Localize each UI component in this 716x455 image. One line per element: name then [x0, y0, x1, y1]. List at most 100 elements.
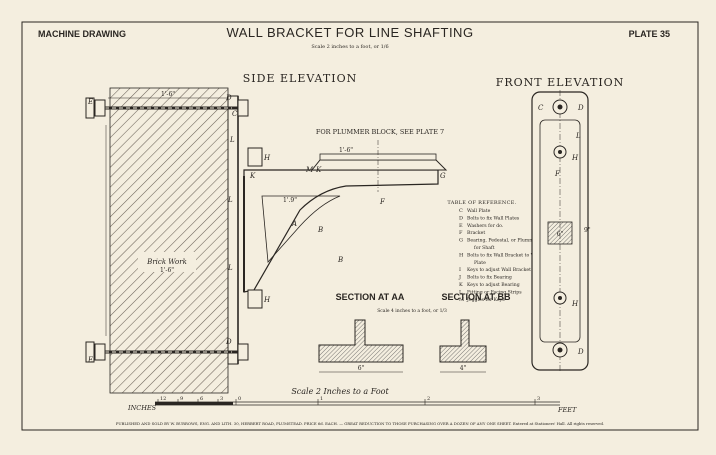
label-c: C	[232, 110, 238, 118]
bracket-body	[243, 169, 439, 293]
reference-text: Bolts to fix Bearing	[467, 275, 512, 281]
reference-text: for Shaft	[474, 245, 495, 251]
reference-text: Keys to adjust Bearing	[467, 282, 520, 288]
reference-text: Wall Plate	[467, 208, 491, 214]
scale-tick-label: 12	[160, 396, 166, 402]
top-washer	[85, 97, 95, 119]
side-elevation: Brick Work 1'-6" 1'-6" C E	[85, 87, 448, 394]
side-elevation-title: SIDE ELEVATION	[243, 72, 357, 85]
section-aa-shape	[318, 319, 404, 363]
reference-letter: H	[459, 252, 464, 258]
reference-letter: C	[459, 208, 463, 214]
dim-bracket: 1'.9"	[283, 197, 297, 204]
label-h-bottom: H	[263, 296, 271, 304]
reference-text: Bracket	[467, 230, 485, 236]
reference-letter: M	[459, 297, 464, 303]
brickwork-dim: 1'-6"	[160, 267, 174, 274]
label-l-top: L	[229, 136, 235, 144]
dim-plummer: 1'-6"	[339, 147, 353, 154]
label-d-top: D	[225, 94, 232, 102]
scale-inch-segment	[155, 402, 233, 405]
front-bracket-bolt-lower-centre	[558, 296, 562, 300]
front-label-h-top: H	[571, 154, 579, 162]
reference-text: Washers for do.	[467, 223, 504, 229]
dim-top: 1'-6"	[161, 91, 175, 98]
label-g: G	[440, 172, 446, 180]
scale-tick-label: 9	[180, 396, 183, 402]
scale-tick-label: 3	[537, 396, 540, 402]
sheet-border	[21, 21, 699, 431]
reference-letter: I	[459, 267, 461, 273]
brickwork-label: Brick Work	[146, 258, 187, 266]
brickwork-label-bg	[138, 252, 196, 272]
reference-table-title: TABLE OF REFERENCE.	[447, 200, 516, 206]
label-d-bottom: D	[225, 338, 232, 346]
reference-text: Keys to adjust Wall Bracket	[467, 267, 531, 273]
front-label-l: L	[575, 132, 581, 140]
section-bb-shape	[439, 319, 487, 363]
front-elevation-title: FRONT ELEVATION	[496, 76, 625, 89]
scale-inches-label: INCHES	[127, 404, 157, 412]
reference-text: Bolts to fix Wall Bracket to Wall	[467, 252, 541, 258]
section-aa-dim: 6"	[358, 365, 365, 372]
scale-tick-label: 2	[427, 396, 430, 402]
front-label-d-top: D	[577, 104, 584, 112]
label-k-plummer: K	[315, 166, 322, 174]
scale-caption: Scale 2 Inches to a Foot	[291, 387, 389, 396]
reference-letter: K	[459, 282, 463, 288]
bottom-nut-left	[94, 343, 106, 361]
reference-text: Plate	[474, 260, 486, 266]
reference-letter: L	[459, 289, 463, 295]
reference-text: Bolts to fix Wall Plates	[467, 215, 520, 221]
bracket-bolt-bottom	[247, 289, 263, 309]
front-label-c: C	[538, 104, 544, 112]
label-l-low: L	[227, 264, 233, 272]
sheet-title: WALL BRACKET FOR LINE SHAFTING	[226, 25, 473, 40]
header-left: MACHINE DRAWING	[38, 29, 126, 39]
label-k-side: K	[249, 172, 256, 180]
label-h-top: H	[263, 154, 271, 162]
bottom-washer	[85, 341, 95, 363]
plummer-note: FOR PLUMMER BLOCK, SEE PLATE 7	[316, 128, 444, 136]
label-a: A	[291, 220, 297, 228]
reference-letter: G	[459, 238, 463, 244]
scale-feet-label: FEET	[557, 406, 577, 414]
front-web-section	[547, 221, 573, 245]
label-b-2: B	[337, 256, 343, 264]
reference-text: Fitting or Facing Strips	[467, 289, 522, 295]
label-e-bottom: E	[87, 356, 93, 364]
bracket-web	[261, 195, 341, 263]
front-dim-web: 6"	[557, 231, 564, 238]
section-scale: Scale 4 inches to a foot, or 1/3	[377, 308, 447, 314]
front-bolt-top-centre	[557, 104, 563, 110]
top-nut-right	[237, 99, 249, 117]
reference-letter: F	[459, 230, 463, 236]
front-label-f: F	[554, 170, 561, 178]
front-elevation: C D D L F H H 6" 9"	[531, 90, 591, 372]
label-m: M	[305, 166, 314, 174]
bottom-nut-right	[237, 343, 249, 361]
reference-text: Bearing, Pedestal, or Plummer Block	[467, 238, 553, 244]
front-label-h-bottom: H	[571, 300, 579, 308]
brickwork-wall	[109, 87, 229, 394]
section-bb-title: SECTION AT BB	[442, 292, 511, 302]
scale-tick-label: 1	[320, 396, 323, 402]
label-f: F	[379, 198, 386, 206]
plate-number: PLATE 35	[629, 29, 670, 39]
reference-letter: E	[459, 223, 463, 229]
scale-tick-label: 6	[200, 396, 203, 402]
reference-letter: D	[459, 215, 463, 221]
plummer-block	[310, 159, 448, 171]
front-label-d-bottom: D	[577, 348, 584, 356]
sections: SECTION AT AA SECTION AT BB Scale 4 inch…	[318, 292, 511, 373]
sheet-subtitle: Scale 2 inches to a foot, or 1/6	[311, 44, 388, 50]
label-b: B	[317, 226, 323, 234]
front-bracket-bolt-upper-centre	[558, 150, 562, 154]
reference-text: Joggles for Keys	[466, 297, 505, 303]
